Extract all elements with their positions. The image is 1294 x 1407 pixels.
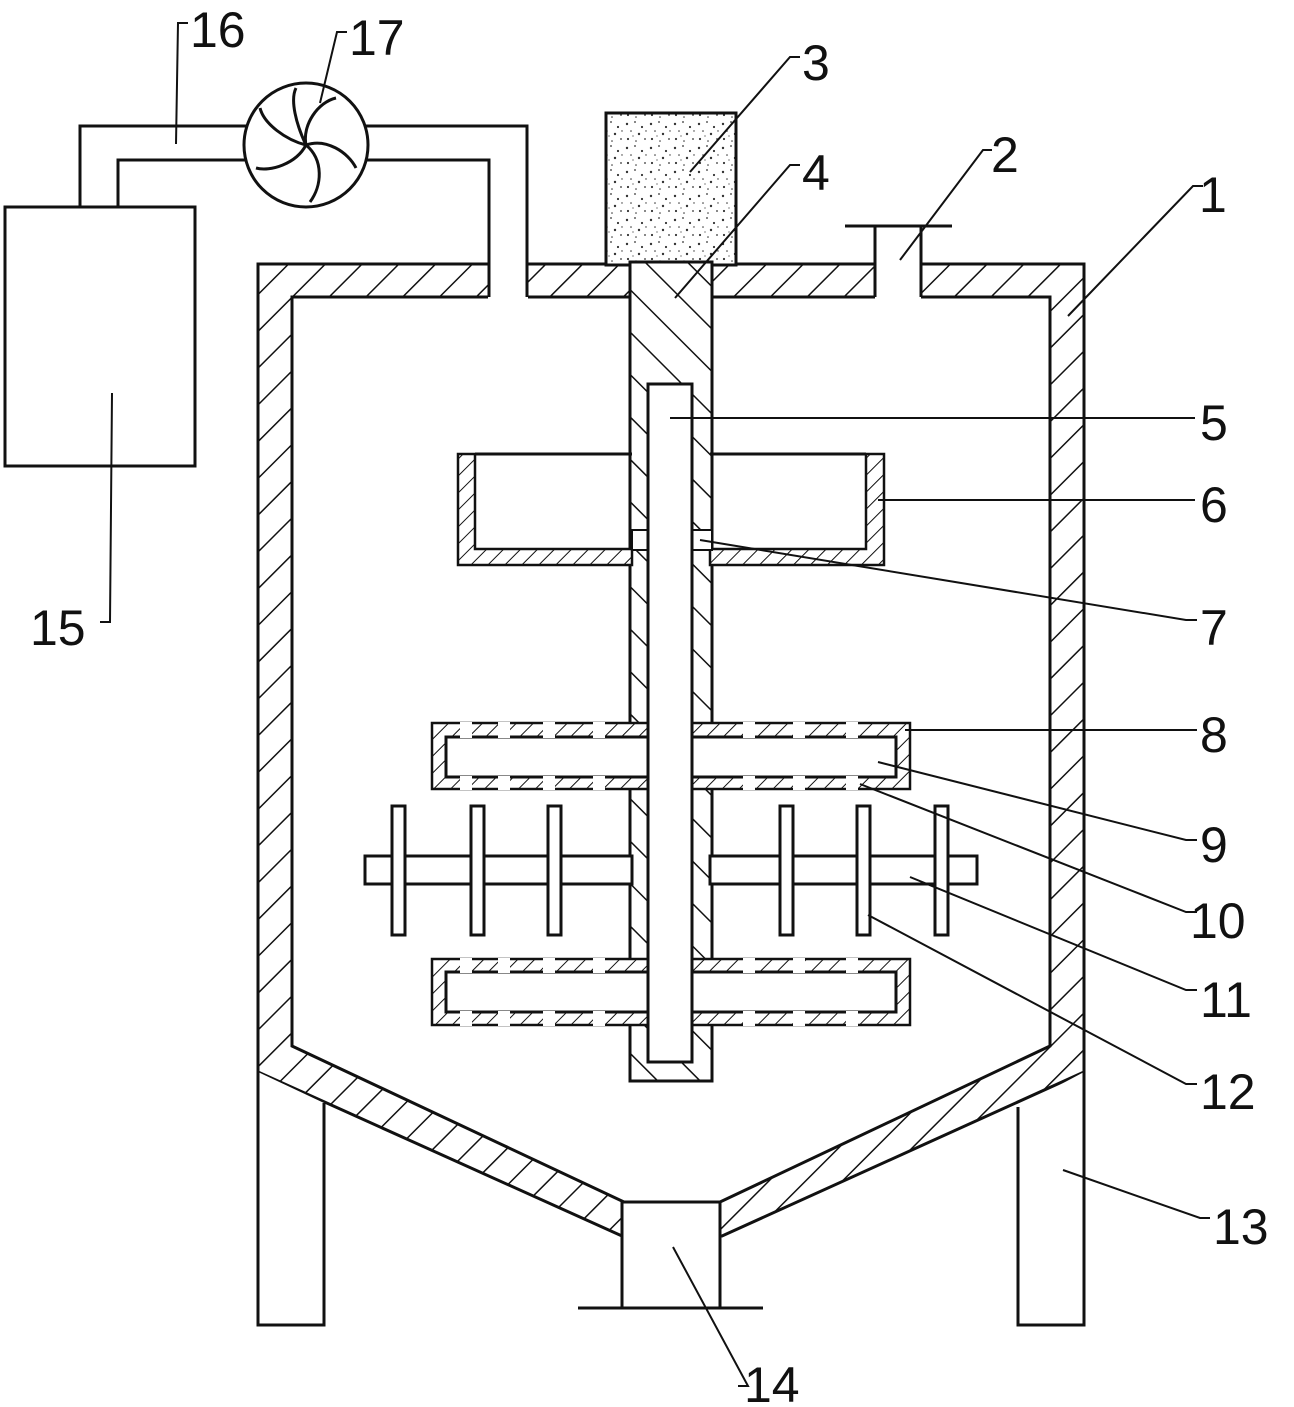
label-17: 17	[349, 10, 405, 66]
label-3: 3	[802, 35, 830, 91]
storage-tank	[3, 205, 197, 468]
label-10: 10	[1190, 893, 1246, 949]
feed-opening	[875, 262, 921, 299]
leader-lines	[100, 22, 1210, 1387]
support-legs	[256, 1072, 1086, 1327]
label-13: 13	[1213, 1199, 1269, 1255]
label-9: 9	[1200, 817, 1228, 873]
inlet-opening	[488, 262, 528, 299]
label-11: 11	[1200, 972, 1252, 1028]
inner-shaft-front	[646, 382, 694, 1064]
shaft-through-holes	[631, 529, 713, 551]
label-8: 8	[1200, 707, 1228, 763]
label-12: 12	[1200, 1064, 1256, 1120]
label-2: 2	[991, 127, 1019, 183]
label-14: 14	[744, 1357, 800, 1407]
discharge-outlet	[578, 1200, 763, 1310]
reference-labels: 1 2 3 4 5 6 7 8 9 10 11 12 13 14 15 16 1…	[30, 2, 1269, 1407]
label-15: 15	[30, 600, 86, 656]
label-16: 16	[190, 2, 246, 58]
label-7: 7	[1200, 600, 1228, 656]
label-1: 1	[1199, 167, 1227, 223]
pipes	[78, 124, 529, 297]
label-5: 5	[1200, 395, 1228, 451]
upper-tray	[456, 452, 886, 567]
stirring-blades	[390, 804, 950, 937]
feed-port	[845, 224, 952, 297]
stirring-rod	[363, 854, 979, 886]
label-6: 6	[1200, 477, 1228, 533]
pump	[242, 81, 370, 209]
label-4: 4	[802, 145, 830, 201]
motor	[604, 111, 738, 267]
